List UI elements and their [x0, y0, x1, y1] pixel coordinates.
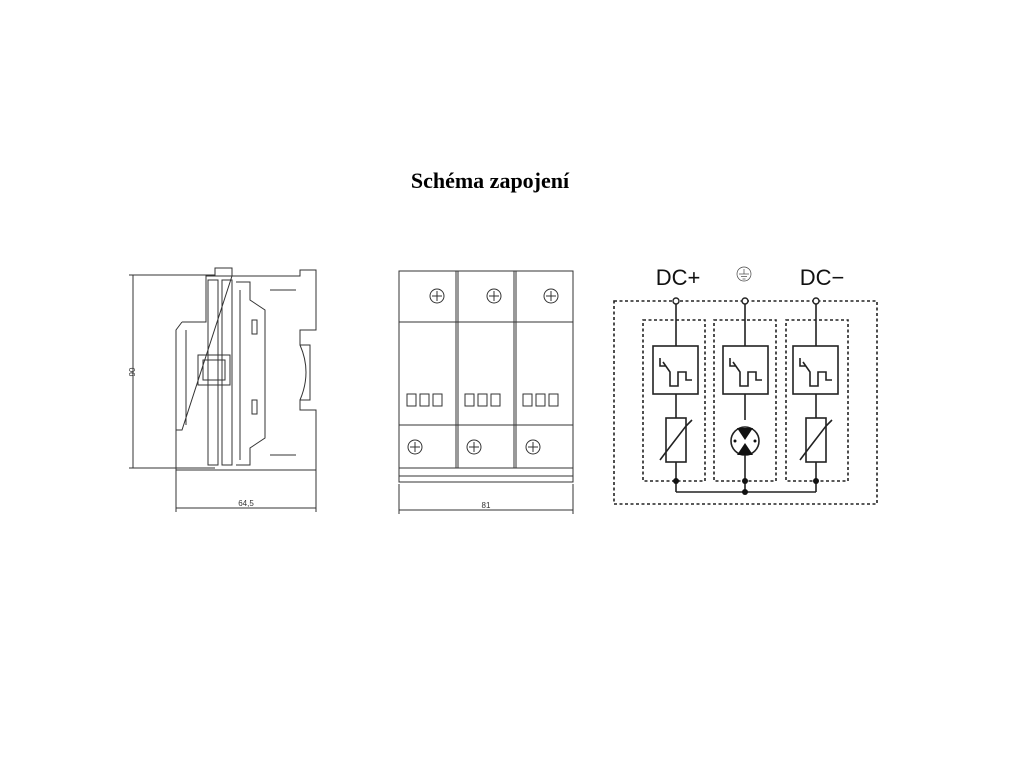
- front-width-label: 81: [482, 501, 491, 510]
- varistor-icon: [659, 417, 693, 463]
- screw-icon: [429, 288, 445, 304]
- page-title: Schéma zapojení: [411, 168, 570, 193]
- front-view-drawing: 81: [398, 270, 574, 514]
- gas-discharge-tube-icon: [730, 426, 760, 456]
- side-view-drawing: 90 64,5: [128, 267, 317, 512]
- terminal-dc-minus-label: DC−: [800, 265, 845, 290]
- thermal-disconnector-icon: [722, 345, 769, 395]
- wiring-diagram: DC+ DC−: [613, 265, 878, 505]
- screw-icon: [543, 288, 559, 304]
- side-width-label: 64,5: [238, 499, 254, 508]
- earth-ground-icon: [736, 266, 752, 282]
- varistor-icon: [799, 417, 833, 463]
- side-height-label: 90: [128, 367, 137, 376]
- screw-icon: [486, 288, 502, 304]
- thermal-disconnector-icon: [792, 345, 839, 395]
- screw-icon: [466, 439, 482, 455]
- thermal-disconnector-icon: [652, 345, 699, 395]
- screw-icon: [407, 439, 423, 455]
- screw-icon: [525, 439, 541, 455]
- terminal-dc-plus-label: DC+: [656, 265, 701, 290]
